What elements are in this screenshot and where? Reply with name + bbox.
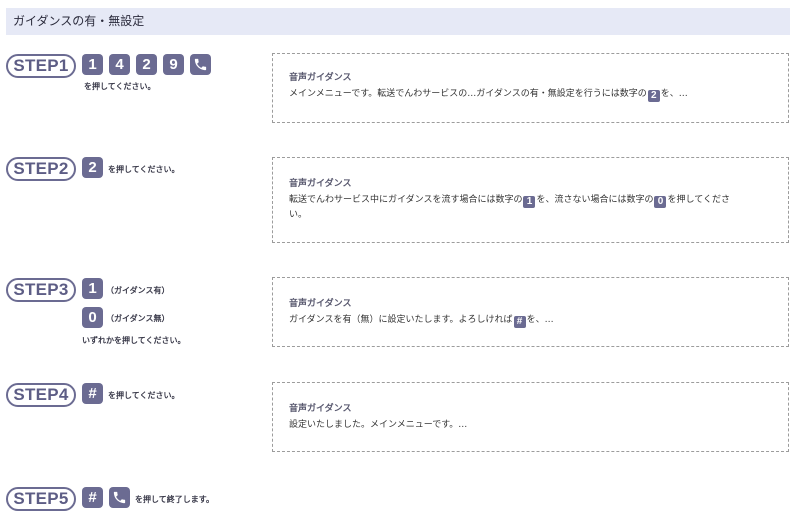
step2-badge: STEP2 [6, 157, 76, 181]
guidance-box-4: 音声ガイダンス 設定いたしました。メインメニューです。… [272, 382, 789, 452]
key-9: 9 [163, 54, 184, 75]
inline-key-2: 2 [647, 90, 660, 102]
guidance-box-1: 音声ガイダンス メインメニューです。転送でんわサービスの…ガイダンスの有・無設定… [272, 53, 789, 123]
key-1: 1 [82, 278, 103, 299]
step2-instruction: を押してください。 [108, 165, 180, 174]
step4-badge: STEP4 [6, 383, 76, 407]
step5-badge: STEP5 [6, 487, 76, 511]
inline-key-0: 0 [654, 196, 667, 208]
guidance-text: 設定いたしました。メインメニューです。… [289, 420, 468, 430]
step3-badge: STEP3 [6, 278, 76, 302]
step3-instruction: いずれかを押してください。 [82, 336, 186, 345]
key-1: 1 [82, 54, 103, 75]
phone-key [190, 54, 211, 75]
guidance-title: 音声ガイダンス [289, 179, 352, 189]
key-2: 2 [136, 54, 157, 75]
guidance-text: メインメニューです。転送でんわサービスの…ガイダンスの有・無設定を行うには数字の… [289, 89, 688, 102]
guidance-title: 音声ガイダンス [289, 299, 352, 309]
key-2: 2 [82, 157, 103, 178]
phone-icon [194, 58, 207, 71]
phone-key [109, 487, 130, 508]
option-note-guidance-off: （ガイダンス無） [106, 314, 170, 323]
step1-badge: STEP1 [6, 54, 76, 78]
option-note-guidance-on: （ガイダンス有） [106, 286, 170, 295]
guidance-box-3: 音声ガイダンス ガイダンスを有（無）に設定いたします。よろしければ#を、… [272, 277, 789, 347]
step5-instruction: を押して終了します。 [135, 495, 214, 504]
inline-key-hash: # [513, 316, 526, 328]
guidance-text: ガイダンスを有（無）に設定いたします。よろしければ#を、… [289, 315, 554, 328]
step4-instruction: を押してください。 [108, 391, 180, 400]
phone-icon [113, 491, 126, 504]
key-hash: # [82, 383, 103, 404]
section-title: ガイダンスの有・無設定 [13, 14, 145, 28]
step1-instruction: を押してください。 [84, 82, 156, 91]
guidance-title: 音声ガイダンス [289, 404, 352, 414]
key-hash: # [82, 487, 103, 508]
guidance-title: 音声ガイダンス [289, 73, 352, 83]
key-4: 4 [109, 54, 130, 75]
section-header: ガイダンスの有・無設定 [6, 8, 790, 35]
inline-key-1: 1 [523, 196, 536, 208]
key-0: 0 [82, 307, 103, 328]
